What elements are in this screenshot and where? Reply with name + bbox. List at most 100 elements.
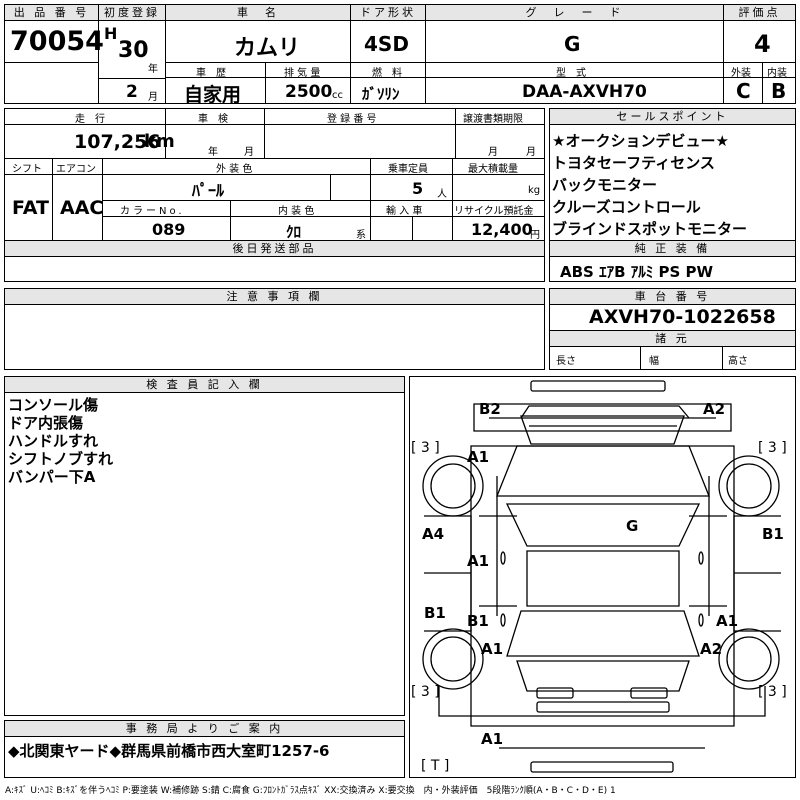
inspector-note-4: シフトノブすれ xyxy=(8,450,114,468)
mark-a4: A4 xyxy=(422,525,445,543)
specs-label: 諸 元 xyxy=(550,331,795,347)
reg-year: 30 xyxy=(118,38,149,63)
displacement-label: 排 気 量 xyxy=(284,68,321,79)
mark-a1-rear-right: A1 xyxy=(716,612,739,630)
sales-point-4: クルーズコントロール xyxy=(552,198,701,216)
office-text: ◆北関東ヤード◆群馬県前橋市西大室町1257-6 xyxy=(8,742,330,760)
person-unit: 人 xyxy=(437,189,447,200)
notes-box xyxy=(4,288,545,370)
car-name-label: 車 名 xyxy=(166,5,350,21)
car-diagram xyxy=(422,380,781,773)
inspection-label: 車 検 xyxy=(198,114,228,125)
kei-unit: 系 xyxy=(356,230,366,241)
inspector-note-1: コンソール傷 xyxy=(8,396,99,414)
capacity-label: 乗車定員 xyxy=(388,164,428,175)
mark-b1-right: B1 xyxy=(762,525,784,543)
mark-a1-left-door: A1 xyxy=(467,552,490,570)
ext-label: 外装 xyxy=(731,68,751,79)
insp-month-unit: 月 xyxy=(244,147,254,158)
mark-a2-top: A2 xyxy=(703,400,726,418)
detail-grid xyxy=(4,108,545,282)
later-parts-label: 後日発送部品 xyxy=(5,241,544,257)
sales-point-3: バックモニター xyxy=(552,176,658,194)
reg-no-label: 登 録 番 号 xyxy=(327,114,377,125)
sales-points-label: セールスポイント xyxy=(550,109,795,125)
inspector-note-5: バンパー下A xyxy=(8,468,96,486)
color-no-label: カラーNo. xyxy=(120,206,185,217)
mark-hood-g: G xyxy=(626,517,639,535)
spec-height: 高さ xyxy=(728,356,748,367)
month-mark: 月 xyxy=(148,92,158,103)
office-label: 事 務 局 よ り ご 案 内 xyxy=(5,721,404,737)
model-code: DAA-AXVH70 xyxy=(522,82,647,102)
bracket-bottom-center: [ T ] xyxy=(421,758,450,774)
door-label: ドア形状 xyxy=(351,5,425,21)
bracket-bottom-left: [ 3 ] xyxy=(411,684,440,700)
grade: G xyxy=(564,32,581,56)
inspector-label: 検 査 員 記 入 欄 xyxy=(5,377,404,393)
transfer-day-unit: 月 xyxy=(526,147,536,158)
chassis-box xyxy=(549,288,796,370)
sales-point-5: ブラインドスポットモニター xyxy=(552,220,748,238)
km-unit: km xyxy=(144,131,175,152)
fuel: ｶﾞｿﾘﾝ xyxy=(362,85,400,103)
mark-bottom-a1: A1 xyxy=(481,730,504,748)
capacity: 5 xyxy=(412,179,424,198)
color-no: 089 xyxy=(152,220,186,239)
ext-grade: C xyxy=(736,79,751,103)
transfer-month-unit: 月 xyxy=(488,147,498,158)
first-reg-label: 初度登録 xyxy=(99,5,165,21)
int-grade: B xyxy=(771,79,787,103)
aircon: AAC xyxy=(60,197,104,219)
inspector-note-2: ドア内張傷 xyxy=(8,414,84,432)
model-code-label: 型 式 xyxy=(556,68,586,79)
history: 自家用 xyxy=(184,84,242,106)
aircon-label: エアコン xyxy=(56,164,96,175)
mark-rear-right-a2: A2 xyxy=(700,640,723,658)
bracket-top-right: [ 3 ] xyxy=(758,440,787,456)
yen-unit: 円 xyxy=(530,230,540,241)
mark-b2: B2 xyxy=(479,400,501,418)
inspector-box xyxy=(4,376,405,716)
mileage-label: 走 行 xyxy=(75,114,105,125)
legend: A:ｷｽﾞ U:ﾍｺﾐ B:ｷｽﾞを伴うﾍｺﾐ P:要塗装 W:補修跡 S:錆 … xyxy=(5,786,616,796)
fuel-label: 燃 料 xyxy=(372,68,402,79)
mark-front-left-a1: A1 xyxy=(467,448,490,466)
ext-color: ﾊﾟｰﾙ xyxy=(192,181,225,200)
chassis-label: 車 台 番 号 xyxy=(550,289,795,305)
car-diagram-box xyxy=(409,376,796,778)
shift-label: シフト xyxy=(12,164,42,175)
reg-month: 2 xyxy=(126,82,138,102)
recycle: 12,400 xyxy=(471,220,533,239)
bracket-top-left: [ 3 ] xyxy=(411,440,440,456)
bracket-bottom-right: [ 3 ] xyxy=(758,684,787,700)
header-grid xyxy=(4,4,796,104)
displacement: 2500 xyxy=(285,82,333,102)
transfer-label: 譲渡書類期限 xyxy=(463,114,523,125)
int-label: 内装 xyxy=(767,68,787,79)
shift: FAT xyxy=(12,197,49,219)
ext-color-label: 外 装 色 xyxy=(216,164,253,175)
inspector-note-3: ハンドルすれ xyxy=(8,432,99,450)
sales-point-2: トヨタセーフティセンス xyxy=(552,154,715,172)
mark-b1-rear: B1 xyxy=(467,612,489,630)
sales-point-1: ★オークションデビュー★ xyxy=(552,132,729,150)
spec-length: 長さ xyxy=(556,356,576,367)
equipment: ABS ｴｱB ｱﾙﾐ PS PW xyxy=(560,263,714,281)
grade-label: グ レ ー ド xyxy=(426,5,723,21)
door-type: 4SD xyxy=(364,32,409,56)
mark-b1-left: B1 xyxy=(424,604,446,622)
spec-width: 幅 xyxy=(649,356,659,367)
car-name: カムリ xyxy=(234,36,301,61)
score: 4 xyxy=(754,30,771,58)
era: H xyxy=(104,24,118,43)
import-label: 輸 入 車 xyxy=(386,206,423,217)
int-color-label: 内 装 色 xyxy=(278,206,315,217)
year-mark: 年 xyxy=(148,64,158,75)
lot-number: 70054 xyxy=(10,26,104,57)
notes-label: 注 意 事 項 欄 xyxy=(5,289,544,305)
sales-points-box xyxy=(549,108,796,282)
history-label: 車 歴 xyxy=(196,68,226,79)
office-box xyxy=(4,720,405,778)
kg-unit: kg xyxy=(528,185,541,196)
